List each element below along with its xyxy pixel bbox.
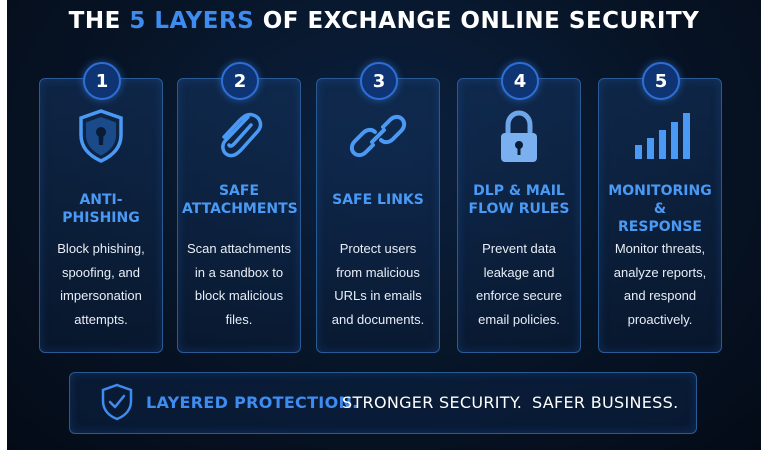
layer-title: ANTI-PHISHING [62, 192, 140, 226]
paperclip-icon [221, 112, 263, 158]
layer-description: Prevent data leakage and enforce secure … [476, 241, 562, 327]
padlock-icon [501, 110, 537, 162]
tagline-part-3: SAFER BUSINESS. [532, 393, 679, 412]
layer-description: Scan attachments in a sandbox to block m… [186, 241, 292, 327]
layer-title: DLP & MAIL FLOW RULES [468, 183, 570, 217]
signal-bars-icon [635, 113, 690, 159]
layer-card-2: SAFE ATTACHMENTS Scan attachments in a s… [177, 78, 301, 353]
layer-card-3: SAFE LINKS Protect users from malicious … [316, 78, 440, 353]
layer-title: SAFE LINKS [332, 192, 424, 208]
shield-lock-icon [79, 109, 123, 163]
title-prefix: THE [68, 8, 130, 34]
layer-number-badge: 5 [642, 62, 680, 100]
layer-description: Monitor threats, analyze reports, and re… [613, 241, 707, 327]
layer-card-5: MONITORING & RESPONSE Monitor threats, a… [598, 78, 722, 353]
title-highlight: 5 LAYERS [129, 8, 255, 34]
infographic: THE 5 LAYERS OF EXCHANGE ONLINE SECURITY… [7, 0, 761, 450]
layer-description: Protect users from malicious URLs in ema… [331, 241, 425, 327]
tagline-part-2: STRONGER SECURITY. [342, 393, 523, 412]
tagline-part-1: LAYERED PROTECTION. [146, 393, 359, 412]
shield-check-icon [101, 383, 133, 421]
layer-card-4: DLP & MAIL FLOW RULES Prevent data leaka… [457, 78, 581, 353]
layer-title: MONITORING & RESPONSE [608, 183, 712, 235]
title-suffix: OF EXCHANGE ONLINE SECURITY [254, 8, 700, 34]
layer-description: Block phishing, spoofing, and impersonat… [57, 241, 145, 327]
layer-number-badge: 1 [83, 62, 121, 100]
layer-number-badge: 3 [360, 62, 398, 100]
page-title: THE 5 LAYERS OF EXCHANGE ONLINE SECURITY [7, 8, 761, 34]
layer-card-1: ANTI-PHISHING Block phishing, spoofing, … [39, 78, 163, 353]
layer-number-badge: 2 [221, 62, 259, 100]
tagline-bar: LAYERED PROTECTION. STRONGER SECURITY. S… [69, 372, 697, 434]
layer-title: SAFE ATTACHMENTS [182, 183, 298, 217]
link-icon [349, 114, 407, 158]
layer-number-badge: 4 [501, 62, 539, 100]
